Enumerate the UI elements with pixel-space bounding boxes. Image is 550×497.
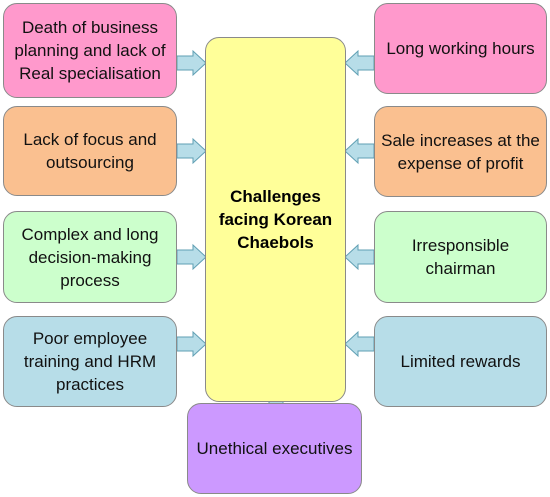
arrow-left-1 — [176, 49, 207, 77]
challenge-label: Sale increases at the expense of profit — [381, 130, 540, 173]
challenge-box-business-planning: Death of business planning and lack of R… — [3, 3, 177, 98]
challenge-box-decision-making: Complex and long decision-making process — [3, 211, 177, 303]
challenge-box-working-hours: Long working hours — [374, 3, 547, 94]
challenge-box-lack-of-focus: Lack of focus and outsourcing — [3, 106, 177, 196]
arrow-right-2 — [344, 137, 375, 165]
challenge-label: Poor employee training and HRM practices — [23, 329, 157, 394]
challenge-label: Long working hours — [386, 39, 535, 58]
arrow-left-3 — [176, 243, 207, 271]
challenge-label: Irresponsible chairman — [411, 236, 510, 278]
challenge-label: Complex and long decision-making process — [21, 224, 159, 290]
challenge-box-rewards: Limited rewards — [374, 316, 547, 407]
arrow-right-3 — [344, 243, 375, 271]
challenge-box-chairman: Irresponsible chairman — [374, 211, 547, 303]
challenge-label: Lack of focus and outsourcing — [23, 130, 157, 172]
arrow-left-4 — [176, 330, 207, 358]
arrow-left-2 — [176, 137, 207, 165]
challenge-label: Death of business planning and lack of R… — [14, 18, 166, 83]
central-topic-label: Challenges facing Korean Chaebols — [218, 187, 333, 252]
arrow-right-1 — [344, 49, 375, 77]
challenge-label: Limited rewards — [400, 352, 521, 371]
challenge-box-sales-vs-profit: Sale increases at the expense of profit — [374, 106, 547, 197]
arrow-right-4 — [344, 330, 375, 358]
challenge-label: Unethical executives — [196, 439, 353, 458]
central-topic-box: Challenges facing Korean Chaebols — [205, 37, 346, 402]
challenge-box-employee-training: Poor employee training and HRM practices — [3, 316, 177, 407]
challenge-box-unethical-executives: Unethical executives — [187, 403, 362, 494]
